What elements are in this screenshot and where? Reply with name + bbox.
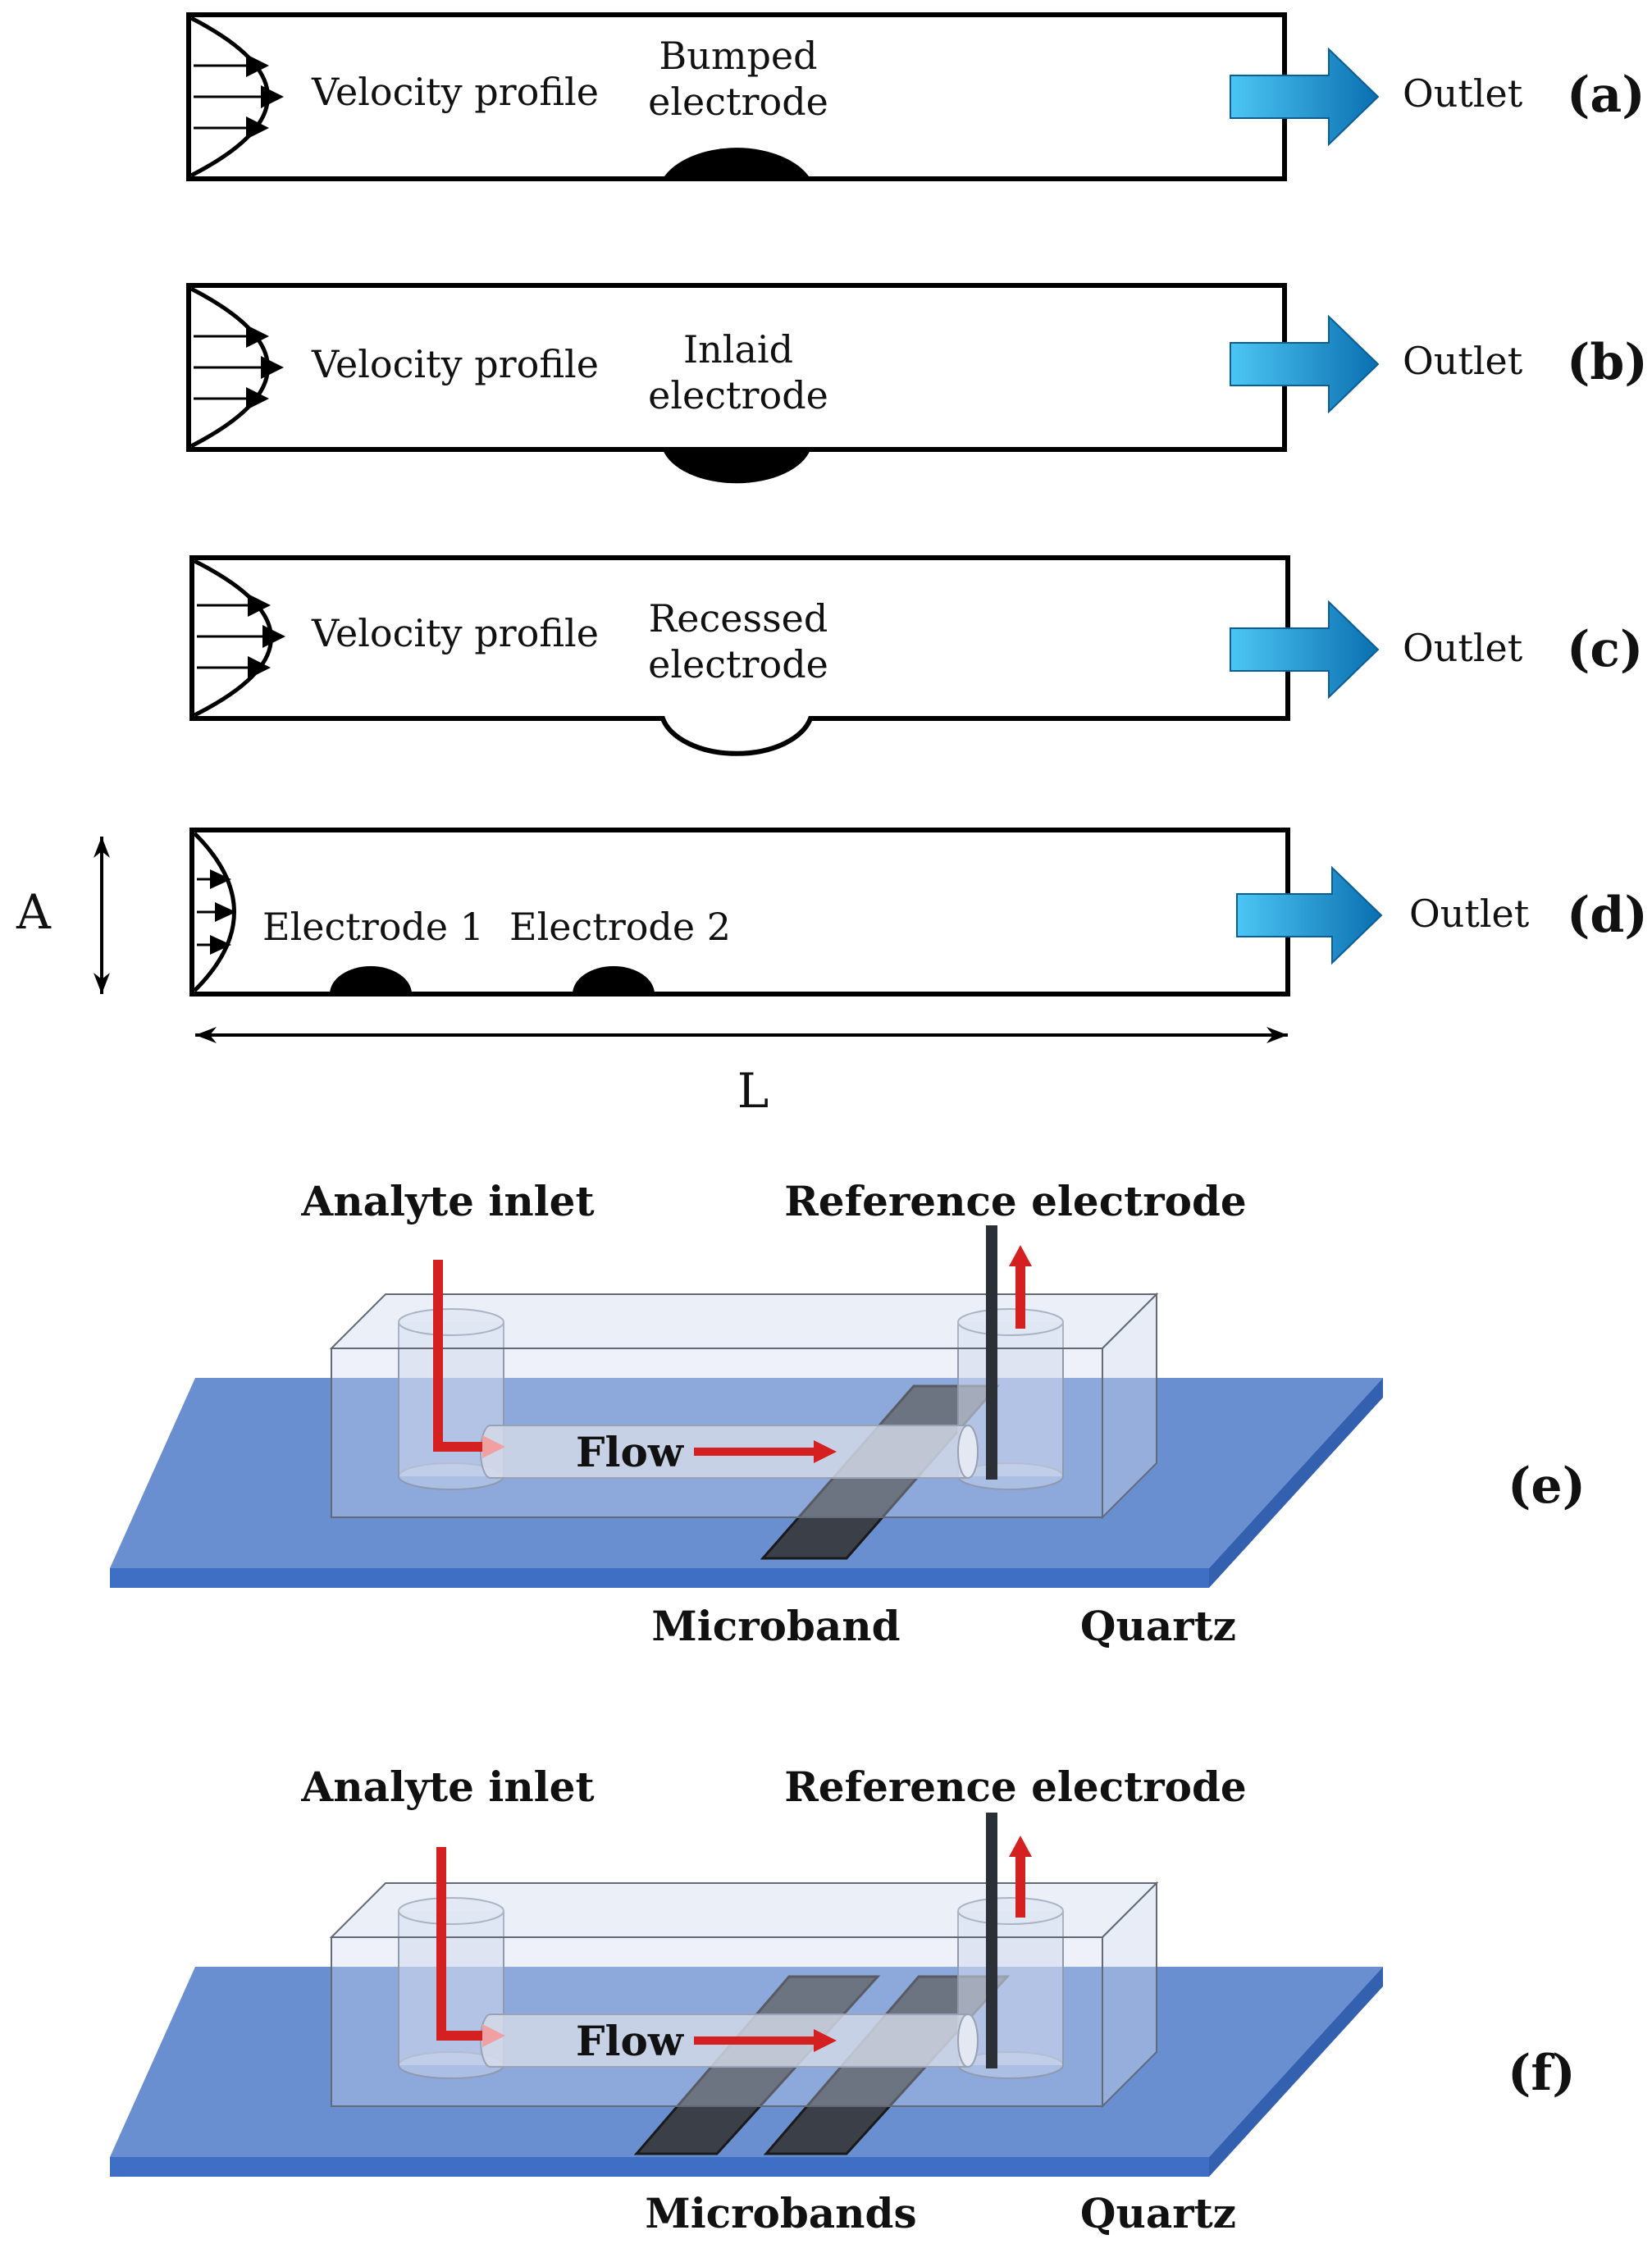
electrode-bump xyxy=(663,148,810,179)
flow-label: Flow xyxy=(576,2017,685,2065)
electrode-label-line1: Recessed xyxy=(649,596,828,641)
electrode-label-line2: electrode xyxy=(648,80,828,124)
velocity-arrow-head xyxy=(248,594,271,617)
microbands-label: Microbands xyxy=(645,2189,916,2237)
electrode-label-line2: electrode xyxy=(648,642,828,686)
reference-electrode-label: Reference electrode xyxy=(784,1177,1246,1225)
outlet-label: Outlet xyxy=(1409,892,1530,936)
panel-label: (d) xyxy=(1567,887,1648,944)
pdms-block-front xyxy=(331,1348,1103,1518)
quartz-substrate-side xyxy=(1209,1378,1383,1588)
panel-label: (f) xyxy=(1508,2045,1576,2102)
velocity-arrow-head xyxy=(262,625,285,648)
reference-electrode-rod xyxy=(986,1225,997,1480)
velocity-profile-arrows xyxy=(194,54,284,139)
panel-label: (e) xyxy=(1508,1457,1586,1515)
inlet-arrow-head xyxy=(482,2024,505,2047)
electrode-1-label: Electrode 1 xyxy=(262,905,484,949)
velocity-profile-arrows xyxy=(197,594,285,679)
velocity-profile-label: Velocity profile xyxy=(311,611,599,655)
electrode-label-line1: Bumped xyxy=(659,34,817,78)
microband-label: Microband xyxy=(651,1602,900,1650)
velocity-arrow-head xyxy=(246,116,269,139)
channel-outline-with-recess xyxy=(189,555,1290,756)
pdms-block-top xyxy=(329,1882,1159,1938)
quartz-substrate-front xyxy=(110,2157,1209,2177)
velocity-arrow-head xyxy=(246,54,269,77)
velocity-profile-label: Velocity profile xyxy=(311,70,599,114)
velocity-arrow-head xyxy=(210,869,231,889)
panel-c: Velocity profile Recessed electrode Outl… xyxy=(189,555,1643,756)
electrode-1 xyxy=(330,966,412,994)
quartz-label: Quartz xyxy=(1080,1602,1236,1650)
inlet-arrow-head xyxy=(482,1435,505,1458)
velocity-arrow-head xyxy=(248,656,271,679)
outlet-arrow xyxy=(1230,314,1380,414)
velocity-profile-arrows xyxy=(197,869,236,955)
outlet-flow-arrow-head xyxy=(1009,1836,1032,1857)
outlet-arrow xyxy=(1236,865,1383,965)
electrode-inlaid xyxy=(663,449,810,484)
electrode-2 xyxy=(573,966,655,994)
flow-arrow-head xyxy=(814,2029,837,2052)
flow-channel-end xyxy=(957,1425,979,1479)
outlet-flow-arrow-head xyxy=(1009,1245,1032,1266)
quartz-label: Quartz xyxy=(1080,2189,1236,2237)
outlet-label: Outlet xyxy=(1403,626,1523,670)
electrode-label-line1: Inlaid xyxy=(683,327,793,372)
flow-arrow-head xyxy=(814,1440,837,1463)
panel-label: (b) xyxy=(1567,334,1648,391)
velocity-profile-curve xyxy=(193,559,273,718)
reference-electrode-label: Reference electrode xyxy=(784,1763,1246,1811)
velocity-arrow-head xyxy=(215,902,236,922)
velocity-profile-arrows xyxy=(194,325,284,410)
quartz-substrate-side xyxy=(1209,1967,1383,2177)
outlet-arrow xyxy=(1230,600,1380,700)
flow-channel-end xyxy=(957,2014,979,2068)
panel-label: (c) xyxy=(1567,621,1643,678)
pdms-block-top xyxy=(329,1293,1159,1349)
reference-electrode-rod xyxy=(986,1813,997,2068)
flow-label: Flow xyxy=(576,1428,685,1476)
velocity-arrow-head xyxy=(261,356,284,379)
quartz-substrate-front xyxy=(110,1568,1209,1588)
pdms-block-front xyxy=(331,1936,1103,2107)
analyte-inlet-label: Analyte inlet xyxy=(300,1763,594,1811)
outlet-label: Outlet xyxy=(1403,339,1523,383)
length-label: L xyxy=(737,1063,769,1119)
panel-d: Electrode 1 Electrode 2 Outlet (d) A L xyxy=(16,828,1648,1119)
electrode-label-line2: electrode xyxy=(648,373,828,417)
panel-b: Velocity profile Inlaid electrode Outlet… xyxy=(186,283,1648,484)
velocity-arrow-head xyxy=(210,935,231,955)
analyte-inlet-path xyxy=(436,1847,484,2041)
outlet-label: Outlet xyxy=(1403,71,1523,116)
panel-f: Flow Analyte inlet Reference electrode M… xyxy=(110,1763,1576,2237)
panel-a: Velocity profile Bumped electrode Outlet… xyxy=(186,12,1645,181)
analyte-inlet-path xyxy=(433,1260,484,1452)
velocity-arrow-head xyxy=(246,325,269,348)
height-label: A xyxy=(16,884,52,940)
velocity-arrow-head xyxy=(261,85,284,108)
analyte-inlet-label: Analyte inlet xyxy=(300,1177,594,1225)
panel-e: Flow Analyte inlet Reference electrode M… xyxy=(110,1177,1586,1650)
outlet-arrow xyxy=(1230,47,1380,147)
electrode-2-label: Electrode 2 xyxy=(509,905,731,949)
velocity-arrow-head xyxy=(246,387,269,410)
panel-label: (a) xyxy=(1567,66,1645,124)
velocity-profile-label: Velocity profile xyxy=(311,342,599,386)
